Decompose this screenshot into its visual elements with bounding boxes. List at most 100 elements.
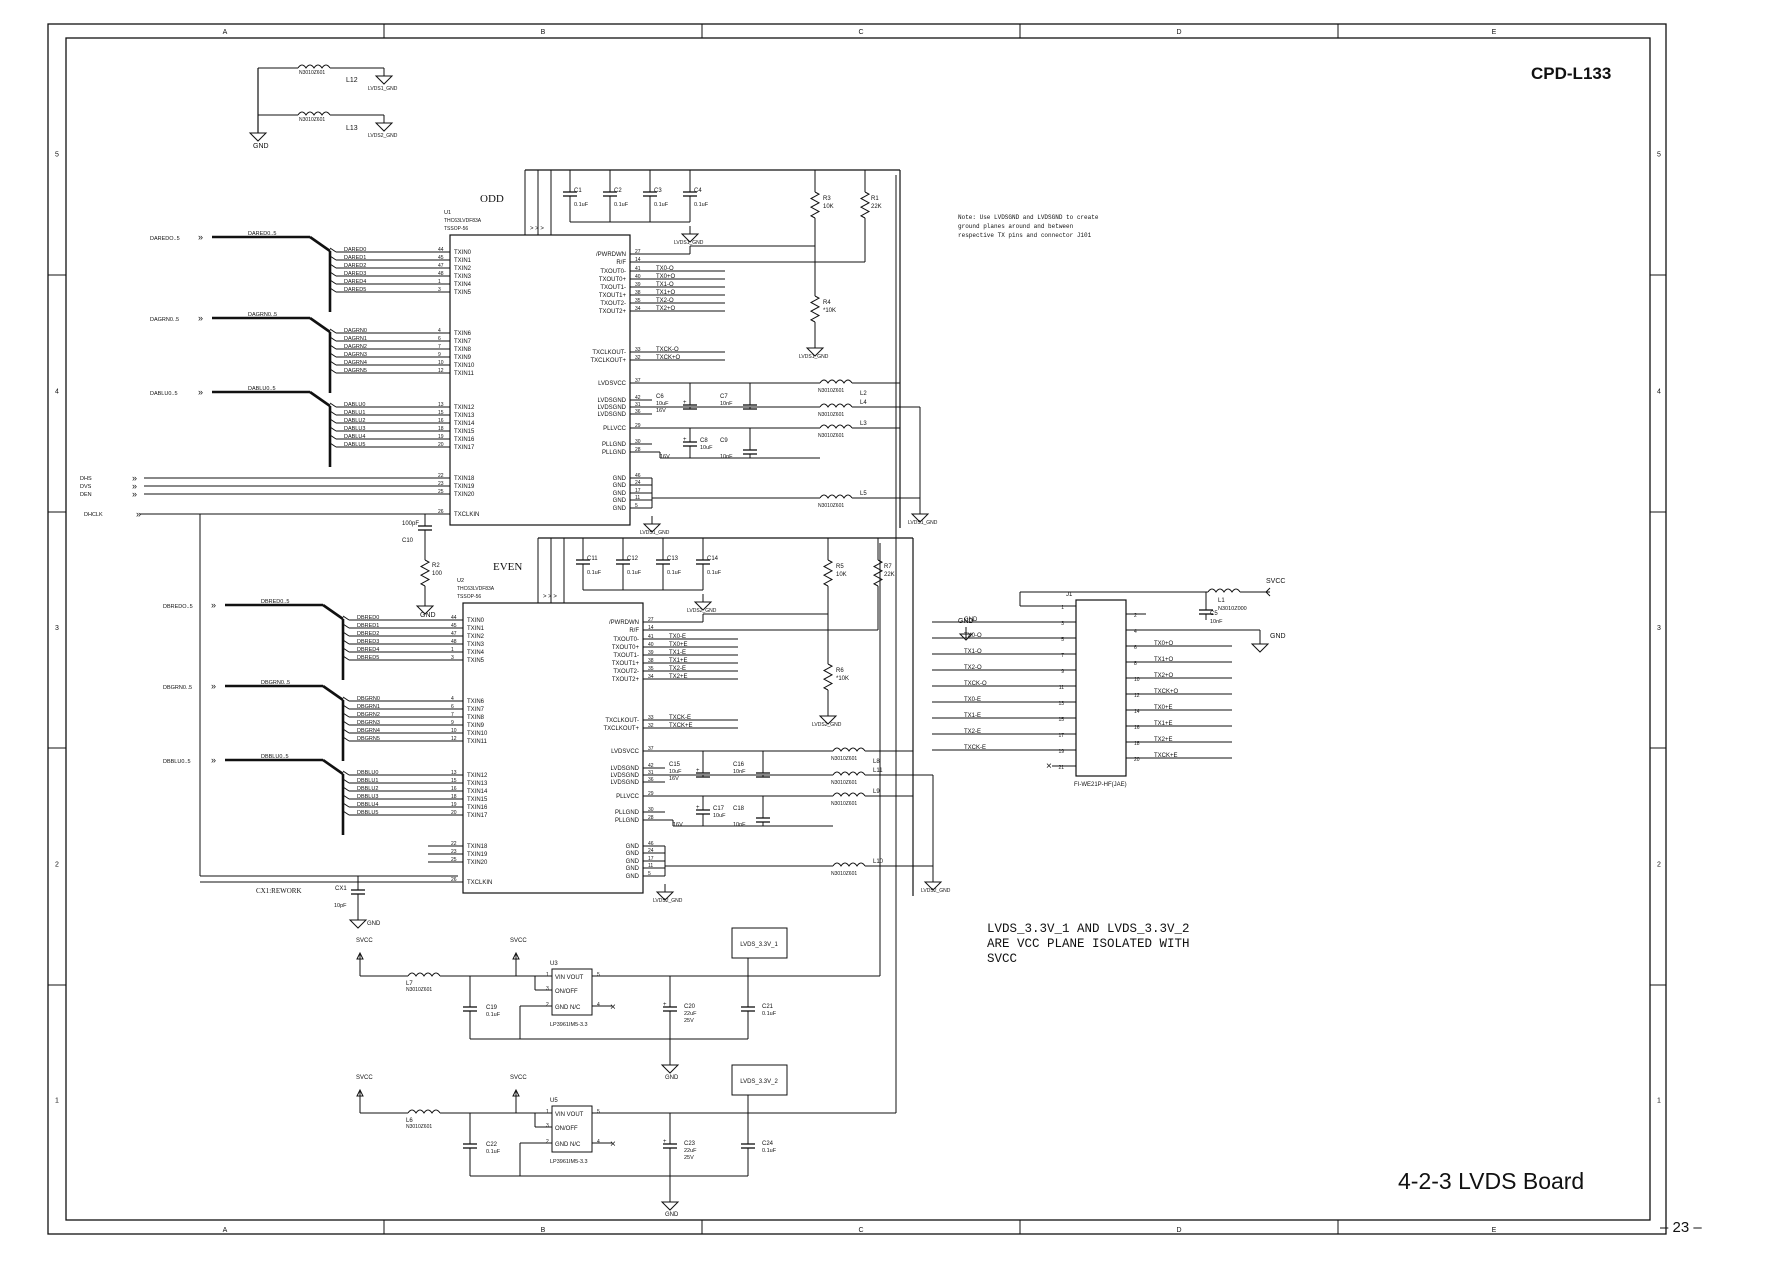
pin-number: 12	[438, 368, 444, 374]
bus-entry	[329, 279, 337, 285]
sync-arrow-icon: »	[132, 489, 137, 499]
bus-entry	[329, 247, 337, 253]
pullup-resistor	[859, 191, 871, 219]
pin-number: 20	[1134, 757, 1140, 763]
net-label: TX2+O	[1154, 673, 1174, 679]
bus-name: DABLU0..5	[150, 391, 178, 397]
pin-number: 9	[451, 720, 454, 726]
block-label: ODD	[480, 193, 504, 205]
pin-number: 5	[635, 503, 638, 509]
gnd-label: GND	[665, 1075, 679, 1081]
design-note-line: ground planes around and between	[958, 223, 1074, 230]
pin-name: TXCLKOUT+	[590, 358, 626, 364]
cap-value: 0.1uF	[486, 1149, 501, 1155]
pin-number: 6	[1134, 645, 1137, 651]
pin-number: 26	[438, 509, 444, 515]
pin-name: LVDSGND	[597, 405, 626, 411]
net-label: DARED5	[344, 287, 366, 293]
cap-polarity: +	[696, 768, 700, 774]
pin-number: 5	[648, 871, 651, 877]
pin-name: TXIN11	[467, 739, 488, 745]
gnd-net-label: LVDS2_GND	[921, 888, 951, 894]
inductor-ref: L4	[860, 400, 867, 406]
pin-number: 10	[438, 360, 444, 366]
l13-net: LVDS2_GND	[368, 133, 398, 139]
pin-number: 2	[1134, 613, 1137, 619]
pin-name: TXIN16	[454, 437, 475, 443]
pin-name: R/F	[616, 260, 626, 266]
bus-entry	[342, 810, 350, 816]
res-ref: R3	[823, 196, 831, 202]
pin-name: /PWRDWN	[609, 620, 639, 626]
pin-name: TXCLKIN	[467, 880, 492, 886]
pin-number: 6	[451, 704, 454, 710]
pin-name: TXOUT1-	[600, 285, 626, 291]
pin-number: 3	[438, 287, 441, 293]
pin-name: TXIN4	[454, 282, 472, 288]
pin-name: GND	[626, 866, 640, 872]
inductor-l12-symbol	[297, 64, 331, 69]
pin-number: 23	[451, 849, 457, 855]
zone-row-right-5: 5	[1657, 152, 1661, 159]
bus-arrow-icon: »	[198, 387, 203, 397]
pullup-resistor	[809, 191, 821, 219]
zone-row-left-1: 1	[55, 1098, 59, 1105]
regulator-ref: U3	[550, 961, 558, 967]
net-label: DABLU0	[344, 402, 365, 408]
bus-entry	[342, 647, 350, 653]
gnd-net-label: LVDS2_GND	[812, 722, 842, 728]
pin-name: TXIN14	[454, 421, 475, 427]
regulator-chip	[551, 1105, 593, 1153]
pin-number: 12	[451, 736, 457, 742]
pin-name: PLLGND	[602, 450, 627, 456]
pin-number: 27	[635, 249, 641, 255]
pin-number: 16	[451, 786, 457, 792]
pin-number: 4	[438, 328, 441, 334]
pin-number: 4	[451, 696, 454, 702]
pin-number: 14	[1134, 709, 1140, 715]
res-ref: R1	[871, 196, 879, 202]
pin-number: 3	[546, 986, 549, 992]
l13-part: N3010Z601	[299, 117, 325, 123]
gnd-label: GND	[665, 1212, 679, 1218]
pin-name: TXOUT1+	[612, 661, 640, 667]
rework-note: CX1:REWORK	[256, 887, 302, 895]
net-label: DABLU1	[344, 410, 365, 416]
page-number: – 23 –	[1660, 1219, 1702, 1236]
cap-value: 0.1uF	[627, 570, 642, 576]
inductor-part: N3010Z601	[831, 801, 857, 807]
cap-value: 0.1uF	[486, 1012, 501, 1018]
regulator-pins-bottom: GND N/C	[555, 1142, 581, 1148]
pin-number: 48	[438, 271, 444, 277]
bus-entry	[329, 328, 337, 334]
output-rail-box	[731, 1064, 788, 1096]
inductor-part: N3010Z601	[406, 1124, 432, 1130]
bus-entry	[342, 770, 350, 776]
net-label: DBBLU5	[357, 810, 378, 816]
cap-voltage: 16V	[673, 822, 683, 828]
ground-symbol	[660, 1201, 680, 1211]
pin-name: TXOUT0-	[600, 269, 626, 275]
bus-entry	[342, 615, 350, 621]
zone-row-left-4: 4	[55, 389, 59, 396]
net-label: DAGRN4	[344, 360, 367, 366]
pulldown-resistor	[822, 663, 834, 691]
pin-name: GND	[613, 506, 627, 512]
cap-value: 10nF	[1210, 619, 1223, 625]
net-label: DBGRN1	[357, 704, 380, 710]
pin-number: 7	[451, 712, 454, 718]
bus-arrow-icon: »	[211, 600, 216, 610]
net-label: TX0+O	[656, 274, 676, 280]
bus-name: DBBLU0..5	[163, 759, 191, 765]
cap-ref: C11	[587, 556, 598, 562]
pin-name: TXIN6	[454, 331, 472, 337]
pin-number: 36	[635, 409, 641, 415]
zone-col-bottom-B: B	[541, 1227, 546, 1234]
pin-number: 45	[451, 623, 457, 629]
bus-entry	[329, 368, 337, 374]
cap-value: 100pF	[402, 521, 419, 527]
pin-number: 15	[438, 410, 444, 416]
pin-number: 30	[635, 439, 641, 445]
l12-part: N3010Z601	[299, 70, 325, 76]
clock-arrow-icon: »	[136, 509, 141, 519]
